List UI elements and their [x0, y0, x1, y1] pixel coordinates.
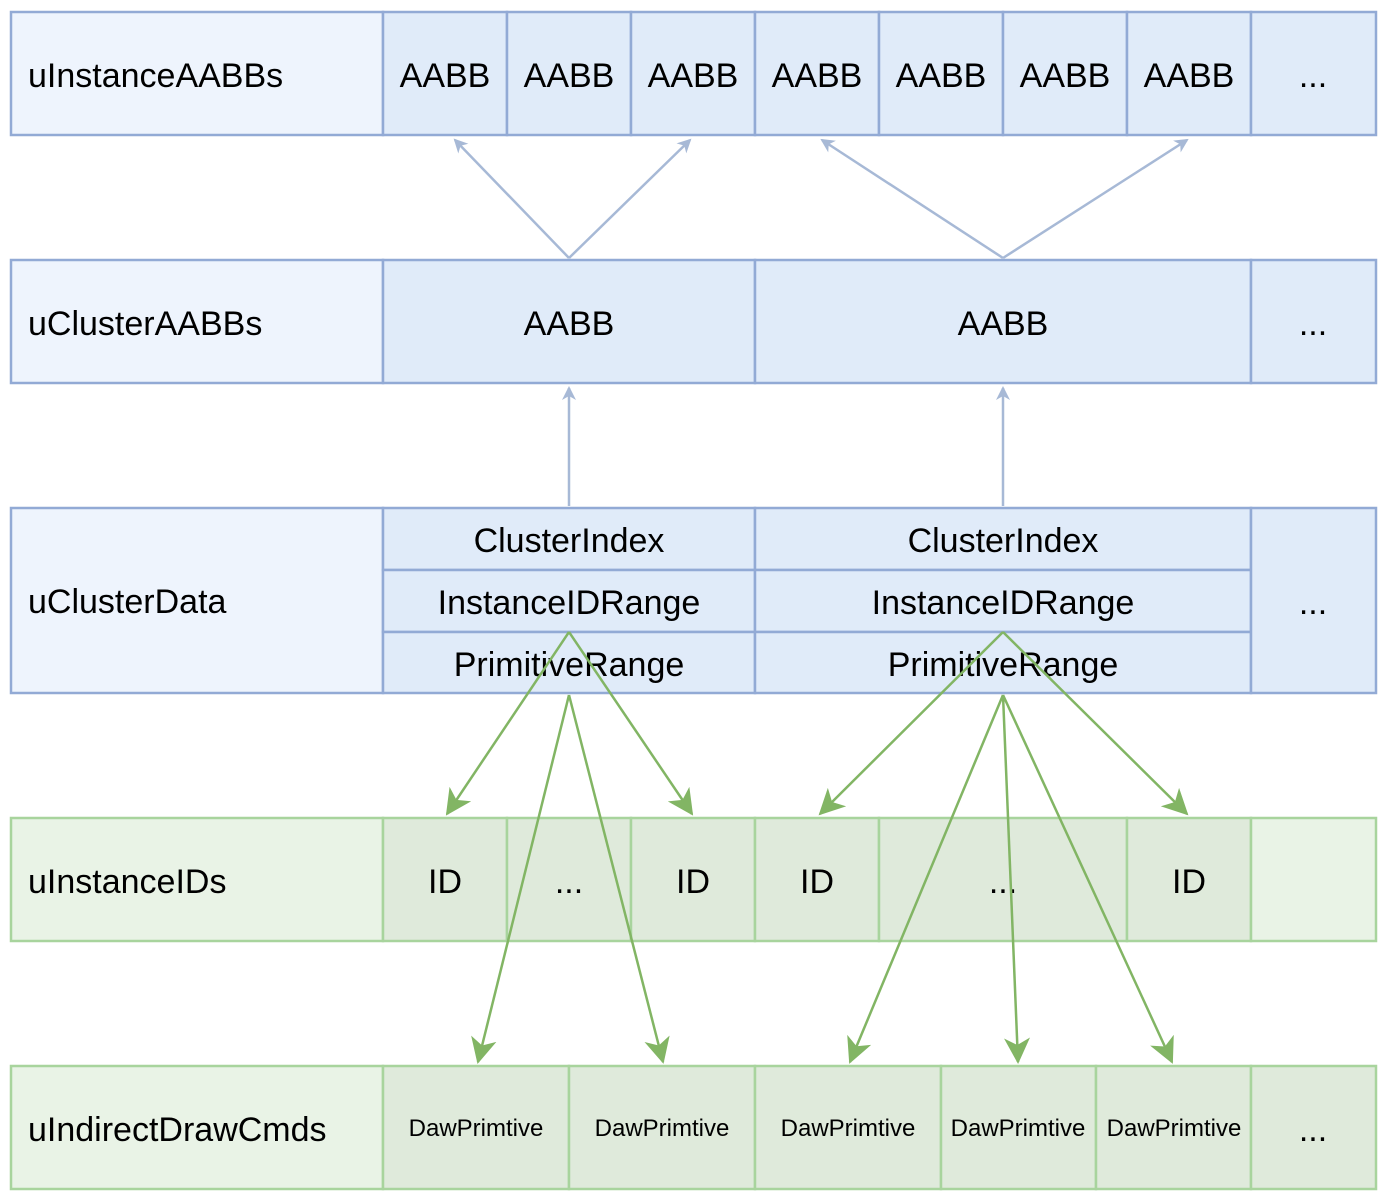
arrow	[567, 694, 670, 1064]
aabb-cell	[1125, 10, 1253, 137]
row-header	[9, 506, 385, 695]
cell-text: PrimitiveRange	[454, 646, 685, 684]
cluster-index-cell	[753, 506, 1253, 572]
draw-cmd-cell	[567, 1064, 757, 1191]
cell-text: ...	[989, 863, 1017, 901]
arrow	[818, 631, 1004, 816]
cell-text: AABB	[1020, 57, 1111, 95]
row-cluster-aabbs: uClusterAABBs AABB AABB ...	[9, 258, 1378, 385]
more-cell	[1249, 10, 1378, 137]
cell-text: AABB	[1144, 57, 1235, 95]
arrow	[820, 138, 1004, 260]
cell-text: ...	[555, 863, 583, 901]
cell-text: ID	[1172, 863, 1206, 901]
id-cell	[1125, 816, 1253, 943]
id-cell	[629, 816, 757, 943]
arrow	[453, 138, 570, 259]
row-cluster-data: uClusterData ClusterIndex InstanceIDRang…	[9, 506, 1378, 695]
cell-text: AABB	[400, 57, 491, 95]
cell-text: DawPrimtive	[1107, 1115, 1242, 1142]
cell-text: AABB	[896, 57, 987, 95]
id-cell	[877, 816, 1129, 943]
arrows-instance-id-range	[445, 631, 1189, 816]
aabb-cell	[505, 10, 633, 137]
aabb-cell	[877, 10, 1005, 137]
arrow	[1002, 631, 1189, 816]
more-cell	[1249, 816, 1378, 943]
arrow	[847, 694, 1005, 1064]
row-label: uInstanceAABBs	[28, 57, 283, 95]
aabb-cell	[381, 10, 509, 137]
row-label: uIndirectDrawCmds	[28, 1111, 327, 1149]
arrows-cluster-to-instance-aabbs	[453, 138, 1189, 260]
row-header	[9, 258, 385, 385]
more-cell	[1249, 258, 1378, 385]
more-cell	[1249, 1064, 1378, 1191]
cell-text: DawPrimtive	[781, 1115, 916, 1142]
cell-text: InstanceIDRange	[438, 584, 701, 622]
row-header	[9, 816, 385, 943]
cluster-aabb-cell	[753, 258, 1253, 385]
cell-text: AABB	[648, 57, 739, 95]
id-cell	[381, 816, 509, 943]
cell-text: DawPrimtive	[595, 1115, 730, 1142]
cell-text: ClusterIndex	[908, 522, 1099, 560]
arrow	[567, 631, 694, 816]
cell-text: ...	[1299, 57, 1327, 95]
cell-text: DawPrimtive	[409, 1115, 544, 1142]
row-label: uClusterData	[28, 583, 227, 621]
cell-text: ...	[1299, 305, 1327, 343]
draw-cmd-cell	[1094, 1064, 1253, 1191]
arrows-cluster-data-to-cluster-aabbs	[562, 386, 1010, 506]
aabb-cell	[1001, 10, 1129, 137]
arrow	[1002, 138, 1189, 260]
cell-text: ID	[428, 863, 462, 901]
row-header	[9, 1064, 385, 1191]
cell-text: ClusterIndex	[474, 522, 665, 560]
cell-text: AABB	[958, 305, 1049, 343]
cell-text: AABB	[772, 57, 863, 95]
arrow	[471, 694, 571, 1064]
cell-text: InstanceIDRange	[872, 584, 1135, 622]
arrow	[1001, 694, 1174, 1064]
cell-text: ID	[800, 863, 834, 901]
row-label: uInstanceIDs	[28, 863, 226, 901]
arrow	[445, 631, 571, 816]
primitive-range-cell	[753, 630, 1253, 695]
cell-text: DawPrimtive	[951, 1115, 1086, 1142]
cell-text: ID	[676, 863, 710, 901]
row-instance-aabbs: uInstanceAABBs AABB AABB AABB AABB AABB …	[9, 10, 1378, 137]
arrows-primitive-range	[471, 694, 1174, 1064]
row-label: uClusterAABBs	[28, 305, 262, 343]
arrow	[1001, 694, 1031, 1064]
cell-text: AABB	[524, 305, 615, 343]
primitive-range-cell	[381, 630, 757, 695]
instance-id-range-cell	[753, 568, 1253, 634]
more-cell	[1249, 506, 1378, 695]
aabb-cell	[753, 10, 881, 137]
cell-text: ...	[1299, 584, 1327, 622]
row-instance-ids: uInstanceIDs ID ... ID ID ... ID	[9, 816, 1378, 943]
row-indirect-draw-cmds: uIndirectDrawCmds DawPrimtive DawPrimtiv…	[9, 1064, 1378, 1191]
arrow	[568, 138, 692, 259]
cell-text: AABB	[524, 57, 615, 95]
row-header	[9, 10, 385, 137]
cell-text: ...	[1299, 1111, 1327, 1149]
cell-text: PrimitiveRange	[888, 646, 1119, 684]
instance-id-range-cell	[381, 568, 757, 634]
